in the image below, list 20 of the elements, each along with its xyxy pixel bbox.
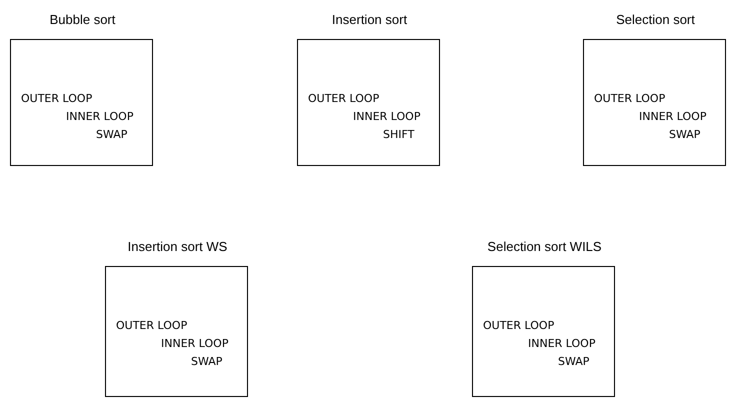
box-title: Insertion sort	[330, 12, 408, 27]
code-line: INNER LOOP	[353, 110, 420, 123]
box-title: Insertion sort WS	[126, 239, 228, 254]
box-title: Selection sort WILS	[486, 239, 603, 254]
code-line: INNER LOOP	[528, 337, 596, 350]
code-line: SHIFT	[383, 128, 414, 141]
code-line: SWAP	[96, 128, 128, 141]
code-line: INNER LOOP	[66, 110, 134, 123]
box-title: Bubble sort	[48, 12, 116, 27]
code-line: OUTER LOOP	[116, 319, 188, 332]
code-line: SWAP	[558, 355, 590, 368]
code-line: OUTER LOOP	[594, 92, 666, 105]
code-line: OUTER LOOP	[308, 92, 380, 105]
code-line: SWAP	[191, 355, 222, 368]
code-line: SWAP	[669, 128, 700, 141]
code-line: OUTER LOOP	[21, 92, 92, 105]
code-line: INNER LOOP	[161, 337, 228, 350]
box-title: Selection sort	[615, 12, 696, 27]
code-line: INNER LOOP	[639, 110, 706, 123]
code-line: OUTER LOOP	[483, 319, 554, 332]
